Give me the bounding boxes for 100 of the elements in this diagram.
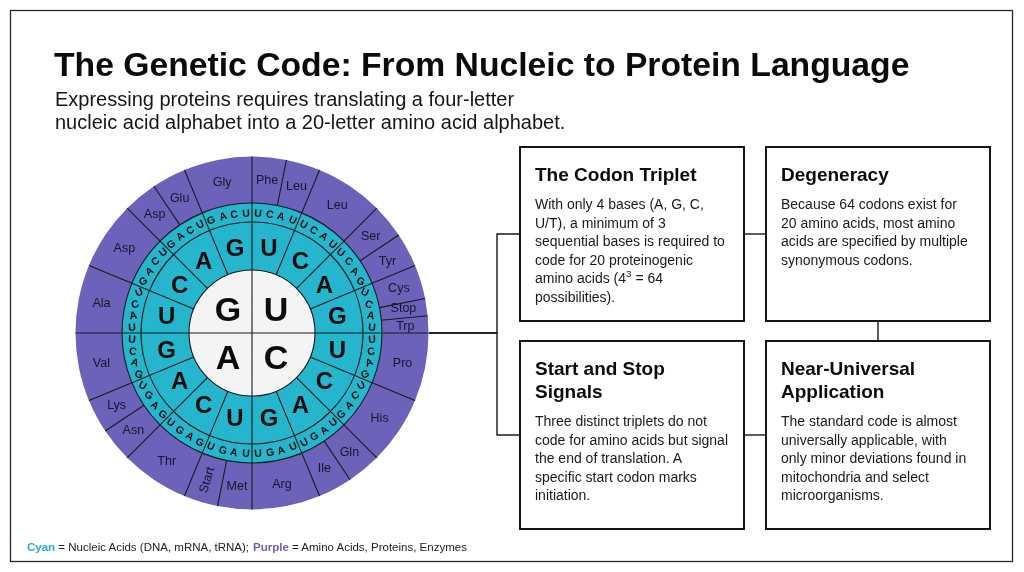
third-base-letter: A [366, 309, 376, 322]
first-base-letter: C [263, 340, 289, 375]
second-base-letter: A [195, 248, 213, 273]
second-base-letter: A [171, 369, 189, 394]
third-base-letter: U [253, 447, 263, 459]
third-base-letter: A [363, 356, 375, 369]
third-base-letter: C [128, 344, 138, 357]
first-base-letter: A [215, 340, 241, 375]
card-text: The standard code is almost universally applicable, with only minor deviations found in mitochondria and select microorganisms. [781, 412, 968, 505]
second-base-letter: A [315, 272, 333, 297]
amino-acid-label: Asn [122, 424, 145, 437]
amino-acid-label: Val [92, 356, 110, 370]
third-base-letter: G [173, 423, 187, 437]
third-base-letter: U [297, 217, 310, 231]
third-base-letter: U [127, 321, 136, 333]
third-base-letter: A [276, 443, 287, 457]
card-text: With only 4 bases (A, G, C, U/T), a minimum of 3 sequential bases is required to code for 20 proteinogenic amino acids (4$^{3}$ = 64 possibilities). [535, 195, 726, 306]
third-base-letter: U [287, 440, 299, 453]
second-base-letter: C [315, 369, 333, 394]
amino-acid-label: Asp [143, 208, 166, 221]
second-base-letter: C [171, 272, 189, 297]
amino-acid-label: Gly [212, 176, 232, 189]
amino-acid-label: Pro [392, 356, 413, 370]
third-base-letter: U [137, 378, 149, 391]
second-base-letter: C [195, 393, 213, 418]
amino-acid-label: Leu [326, 199, 348, 212]
third-base-letter: G [264, 446, 275, 459]
amino-acid-label: Arg [272, 477, 292, 490]
third-base-letter: G [205, 213, 218, 226]
third-base-letter: C [229, 207, 240, 220]
third-base-letter: G [359, 367, 372, 381]
second-base-letter: G [328, 304, 347, 328]
amino-acid-label: Tyr [378, 254, 397, 267]
amino-acid-label: Asp [113, 241, 136, 254]
third-base-letter: U [359, 286, 372, 299]
third-base-letter: U [241, 207, 251, 219]
card-heading: Start and Stop Signals [535, 357, 666, 403]
third-base-letter: A [217, 209, 228, 223]
third-base-letter: C [307, 223, 320, 237]
amino-acid-label: Glu [169, 191, 190, 204]
third-base-letter: A [184, 429, 197, 443]
second-base-letter: G [225, 235, 245, 260]
third-base-letter: U [241, 447, 251, 459]
amino-acid-label: Ser [360, 229, 381, 242]
text-card [765, 340, 991, 530]
third-base-letter: U [297, 435, 310, 449]
connector-line [744, 233, 766, 235]
amino-acid-label: Trp [396, 319, 415, 333]
amino-acid-label: Gln [339, 445, 360, 458]
card-text: Three distinct triplets do not code for amino acids but signal the end of translation. A specific start codon marks initiation. [535, 412, 729, 505]
third-base-letter: U [132, 286, 145, 299]
second-base-letter: U [226, 406, 244, 431]
amino-acid-label: Ile [317, 462, 331, 475]
third-base-letter: U [368, 333, 377, 345]
second-base-letter: A [291, 393, 309, 418]
third-base-letter: G [217, 443, 229, 457]
text-card [519, 146, 745, 322]
third-base-letter: C [184, 223, 197, 237]
amino-acid-label: Met [226, 479, 248, 492]
third-base-letter: U [127, 333, 136, 345]
third-base-letter: G [194, 435, 207, 449]
third-base-letter: A [129, 356, 141, 369]
second-base-letter: U [260, 235, 278, 260]
third-base-letter: U [368, 321, 377, 333]
second-base-letter: C [291, 248, 309, 273]
connector-line [428, 332, 520, 436]
card-text: Because 64 codons exist for 20 amino acids, most amino acids are specified by multiple synonymous codons. [781, 195, 969, 269]
second-base-letter: U [328, 337, 346, 362]
second-base-letter: U [158, 304, 176, 328]
subtitle: Expressing proteins requires translating a four-letter nucleic acid alphabet into a 20-letter amino acid alphabet. [55, 88, 567, 134]
third-base-letter: A [174, 229, 187, 243]
text-card [519, 340, 745, 530]
third-base-letter: C [366, 344, 376, 357]
third-base-letter: U [253, 207, 263, 219]
connector-line [877, 321, 879, 341]
first-base-letter: U [263, 291, 289, 326]
third-base-letter: C [363, 297, 375, 310]
amino-acid-label: Cys [388, 282, 410, 295]
legend-text: Cyan = Nucleic Acids (DNA, mRNA, tRNA); [27, 540, 250, 554]
third-base-letter: C [129, 297, 141, 310]
third-base-letter: U [205, 440, 217, 453]
card-heading: Degeneracy [781, 163, 890, 186]
amino-acid-label: His [370, 412, 389, 425]
third-base-letter: G [142, 388, 155, 402]
card-heading: The Codon Triplet [535, 163, 698, 186]
third-base-letter: A [128, 309, 138, 322]
amino-acid-label: Ala [92, 296, 111, 310]
third-base-letter: U [194, 217, 207, 231]
third-base-letter: A [229, 446, 240, 459]
title: The Genetic Code: From Nucleic to Protein Language [54, 45, 910, 83]
amino-acid-label: Lys [107, 399, 127, 412]
second-base-letter: G [259, 406, 279, 431]
third-base-letter: A [276, 209, 287, 223]
legend-text: Purple = Amino Acids, Proteins, Enzymes [253, 540, 467, 554]
connector-line [744, 434, 766, 436]
third-base-letter: G [132, 367, 145, 381]
text-card [765, 146, 991, 322]
third-base-letter: A [317, 229, 330, 243]
amino-acid-label: Stop [390, 301, 417, 315]
third-base-letter: U [287, 213, 299, 226]
